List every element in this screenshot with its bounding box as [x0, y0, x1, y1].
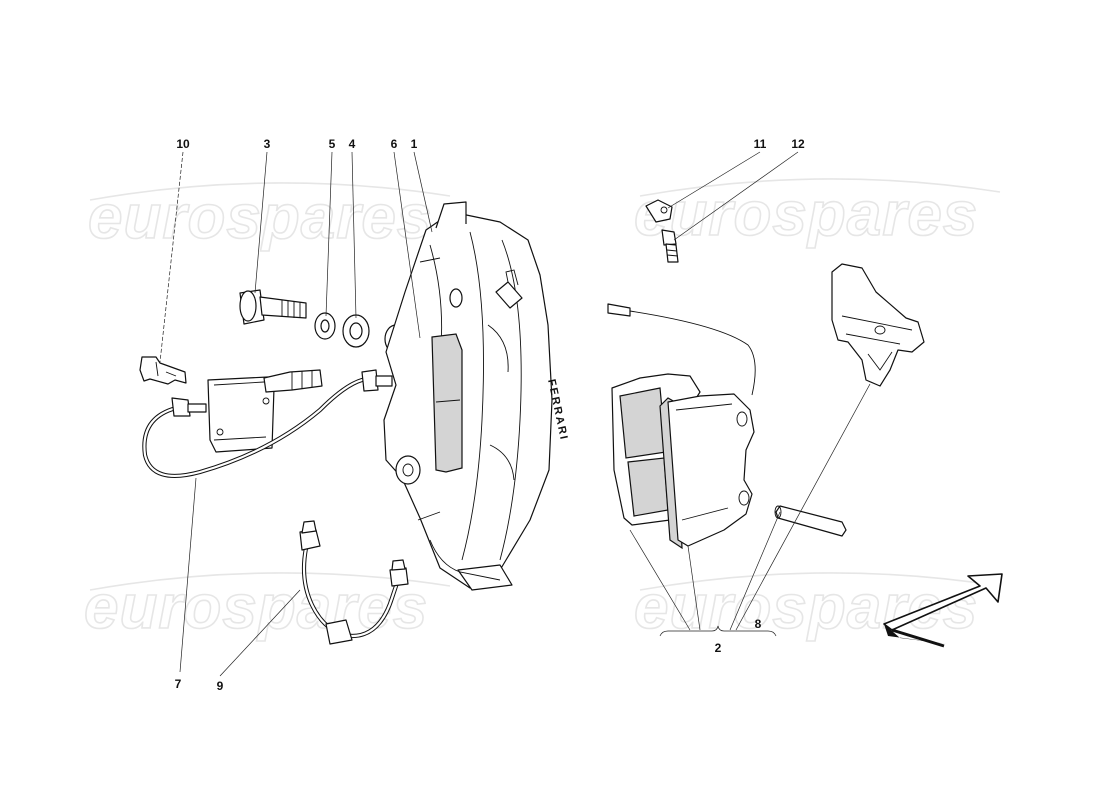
- part-7-brake-hose: [142, 369, 393, 478]
- watermark-top-right: eurospares: [634, 180, 978, 249]
- callout-7: 7: [175, 677, 182, 691]
- direction-arrow-icon: [883, 573, 1003, 648]
- part-5-washer: [314, 312, 336, 340]
- callout-1: 1: [411, 137, 418, 151]
- part-2-brake-pad-front: [659, 393, 755, 550]
- callout-4: 4: [349, 137, 356, 151]
- part-3-bolt: [239, 289, 307, 325]
- part-4-washer: [342, 314, 370, 348]
- callout-9: 9: [217, 679, 224, 693]
- part-2-brake-pad-rear: [611, 373, 701, 526]
- callout-5: 5: [329, 137, 336, 151]
- part-11-bleed-cap: [645, 199, 673, 223]
- watermark-bottom-left: eurospares: [84, 573, 428, 642]
- callout-2: 2: [715, 641, 722, 655]
- callout-leaders: [159, 151, 871, 677]
- watermark-top-left: eurospares: [88, 183, 432, 252]
- part-8-retaining-pin: [774, 505, 847, 537]
- part-10-bracket-clip: [139, 356, 187, 385]
- callout-12: 12: [791, 137, 805, 151]
- part-8-spring-clip: [831, 263, 925, 387]
- part-1-brake-caliper: FERRARI: [383, 201, 570, 591]
- callout-6: 6: [391, 137, 398, 151]
- callout-11: 11: [754, 137, 767, 151]
- callout-10: 10: [176, 137, 190, 151]
- callout-labels: 10 3 5 4 6 1 11 12 7 9 8 2: [175, 137, 805, 693]
- pad-wear-sensor: [607, 303, 756, 396]
- callout-3: 3: [264, 137, 271, 151]
- part-9-rigid-pipe: [299, 520, 409, 645]
- callout-8: 8: [755, 617, 762, 631]
- part-12-bleed-screw: [661, 229, 679, 263]
